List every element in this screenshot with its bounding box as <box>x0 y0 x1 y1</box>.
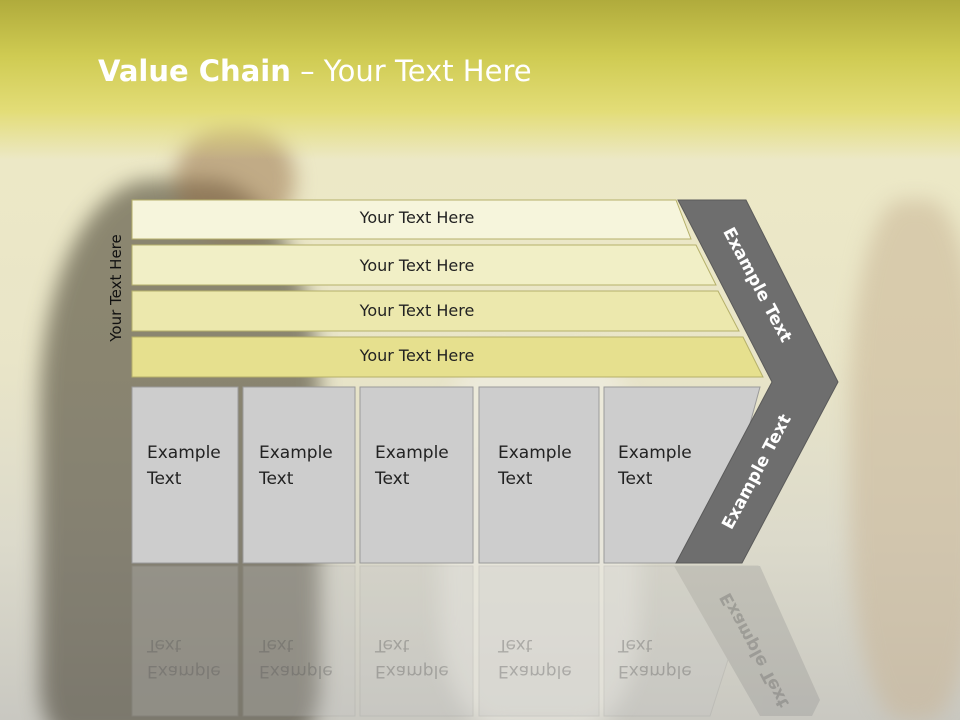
column-2-line1: Example <box>259 443 333 463</box>
column-1-line2: Text <box>147 469 182 489</box>
column-3-line2: Text <box>375 469 410 489</box>
column-4-line2: Text <box>498 469 533 489</box>
column-3 <box>359 386 474 564</box>
diagram-reflection <box>131 565 820 717</box>
title-rest: – Your Text Here <box>290 54 532 88</box>
background-figure-right <box>850 200 960 720</box>
column-5-line1: Example <box>618 443 692 463</box>
band-4 <box>131 336 764 378</box>
column-4 <box>478 386 600 564</box>
band-3-label: Your Text Here <box>359 301 475 320</box>
column-4-line1: Example <box>498 443 572 463</box>
chevron-reflection <box>674 566 820 716</box>
column-reflection-3 <box>359 565 474 717</box>
band-3 <box>131 290 740 332</box>
title-band <box>0 0 960 160</box>
column-reflection-2 <box>242 565 356 717</box>
column-1 <box>131 386 239 564</box>
column-reflection-1 <box>131 565 239 717</box>
band-2 <box>131 244 717 286</box>
column-2 <box>242 386 356 564</box>
band-1-label: Your Text Here <box>359 208 475 227</box>
band-4-label: Your Text Here <box>359 346 475 365</box>
column-5-line2: Text <box>618 469 653 489</box>
slide-title: Value Chain – Your Text Here <box>98 54 532 88</box>
chevron-arrow <box>675 199 839 564</box>
band-2-label: Your Text Here <box>359 256 475 275</box>
column-3-line1: Example <box>375 443 449 463</box>
column-reflection-5 <box>603 565 759 717</box>
column-reflection-4 <box>478 565 600 717</box>
column-2-line2: Text <box>259 469 294 489</box>
band-1 <box>131 199 692 240</box>
title-bold: Value Chain <box>98 54 291 88</box>
column-1-line1: Example <box>147 443 221 463</box>
